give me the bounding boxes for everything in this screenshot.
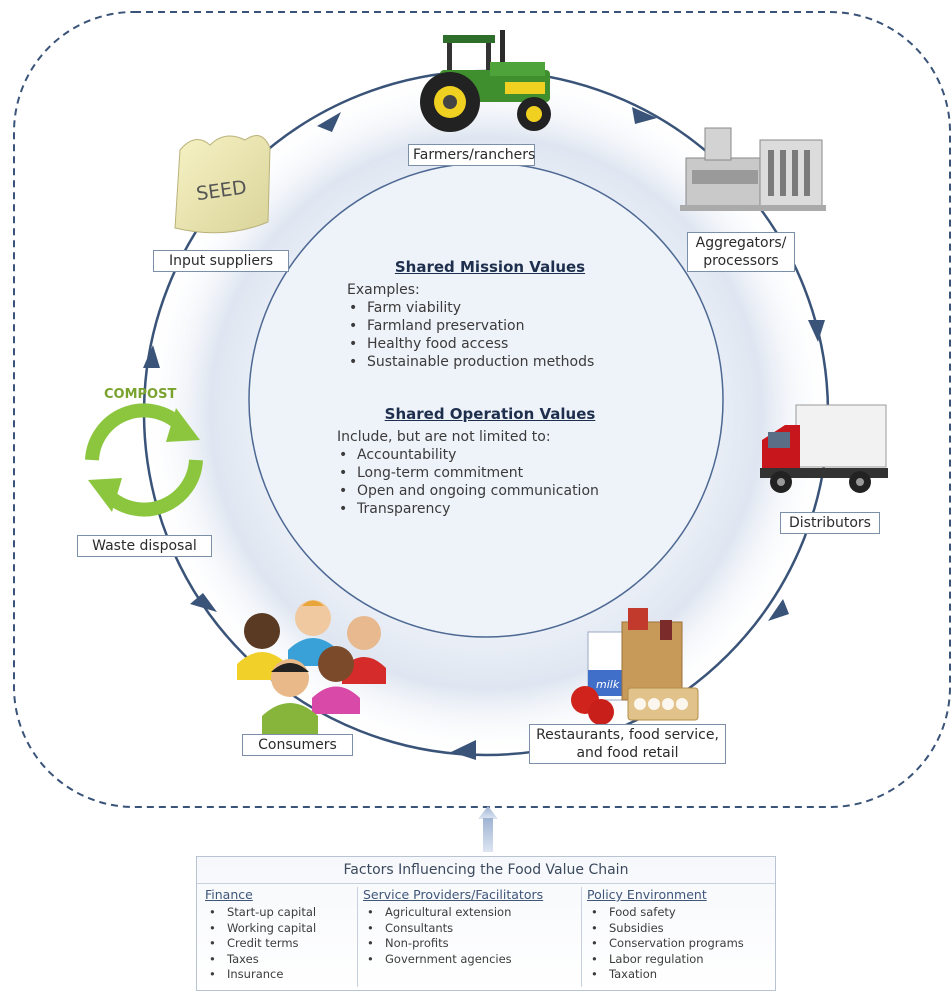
arrow-cons-to-waste	[190, 593, 217, 612]
service-item: Agricultural extension	[363, 905, 583, 921]
arrow-agg-to-dist	[808, 320, 825, 342]
tractor-icon	[420, 30, 551, 132]
mission-title: Shared Mission Values	[394, 258, 586, 276]
arrow-dist-to-rest	[768, 599, 789, 621]
operation-list: Accountability Long-term commitment Open…	[325, 446, 655, 518]
operation-title: Shared Operation Values	[384, 405, 596, 423]
policy-item: Subsidies	[587, 921, 772, 937]
node-aggregators-line2: processors	[703, 253, 779, 269]
finance-item: Insurance	[205, 967, 355, 983]
policy-item: Labor regulation	[587, 952, 772, 968]
factors-divider	[357, 887, 358, 987]
consumers-icon	[237, 600, 386, 734]
compost-icon: COMPOST	[85, 387, 203, 517]
factory-icon	[680, 127, 826, 211]
node-input-suppliers: Input suppliers	[153, 250, 289, 272]
node-restaurants-line1: Restaurants, food service,	[536, 727, 719, 743]
mission-item: Farm viability	[347, 299, 655, 317]
finance-item: Working capital	[205, 921, 355, 937]
dashed-boundary	[13, 11, 951, 808]
cycle-arrows	[143, 107, 825, 760]
policy-heading: Policy Environment	[587, 887, 707, 902]
finance-item: Start-up capital	[205, 905, 355, 921]
arrow-farmers-to-agg	[632, 107, 657, 124]
node-aggregators-processors: Aggregators/ processors	[687, 232, 795, 272]
milk-carton-label: milk	[596, 678, 620, 691]
factors-service: Service Providers/Facilitators Agricultu…	[363, 887, 583, 967]
factors-box: Factors Influencing the Food Value Chain…	[196, 856, 776, 991]
node-consumers: Consumers	[242, 734, 353, 756]
node-distributors-text: Distributors	[789, 515, 871, 531]
node-restaurants-food-retail: Restaurants, food service, and food reta…	[529, 724, 726, 764]
factors-policy: Policy Environment Food safety Subsidies…	[587, 887, 772, 983]
compost-label: COMPOST	[104, 387, 176, 402]
node-input-text: Input suppliers	[168, 253, 274, 269]
mission-intro: Examples:	[347, 282, 420, 298]
mission-item: Farmland preservation	[347, 317, 655, 335]
factors-finance: Finance Start-up capital Working capital…	[205, 887, 355, 983]
operation-item: Transparency	[337, 500, 655, 518]
finance-item: Taxes	[205, 952, 355, 968]
factors-title: Factors Influencing the Food Value Chain	[197, 857, 775, 884]
policy-item: Conservation programs	[587, 936, 772, 952]
mission-item: Sustainable production methods	[347, 353, 655, 371]
groceries-icon: milk	[571, 608, 699, 725]
operation-item: Accountability	[337, 446, 655, 464]
node-aggregators-line1: Aggregators/	[695, 235, 787, 251]
node-farmers-ranchers: Farmers/ranchers	[408, 144, 535, 166]
mission-list: Farm viability Farmland preservation Hea…	[325, 299, 655, 371]
seed-sack-icon: SEED	[174, 135, 271, 234]
operation-item: Long-term commitment	[337, 464, 655, 482]
service-item: Non-profits	[363, 936, 583, 952]
truck-icon	[760, 404, 888, 493]
finance-heading: Finance	[205, 887, 253, 902]
node-waste-disposal: Waste disposal	[77, 535, 212, 557]
center-values: Shared Mission Values Examples: Farm via…	[325, 258, 655, 518]
upward-arrow	[478, 806, 498, 852]
node-farmers-text: Farmers/ranchers	[413, 147, 536, 163]
service-heading: Service Providers/Facilitators	[363, 887, 544, 902]
operation-intro: Include, but are not limited to:	[337, 429, 551, 445]
arrow-rest-to-cons	[451, 740, 476, 760]
service-item: Consultants	[363, 921, 583, 937]
arrow-input-to-farmers	[317, 112, 341, 132]
mission-item: Healthy food access	[347, 335, 655, 353]
finance-item: Credit terms	[205, 936, 355, 952]
arrow-waste-to-compost	[143, 345, 160, 368]
factors-divider	[581, 887, 582, 987]
node-consumers-text: Consumers	[258, 737, 337, 753]
service-item: Government agencies	[363, 952, 583, 968]
node-restaurants-line2: and food retail	[576, 745, 679, 761]
node-distributors: Distributors	[780, 512, 880, 534]
policy-item: Taxation	[587, 967, 772, 983]
policy-item: Food safety	[587, 905, 772, 921]
node-waste-text: Waste disposal	[92, 538, 197, 554]
operation-item: Open and ongoing communication	[337, 482, 655, 500]
